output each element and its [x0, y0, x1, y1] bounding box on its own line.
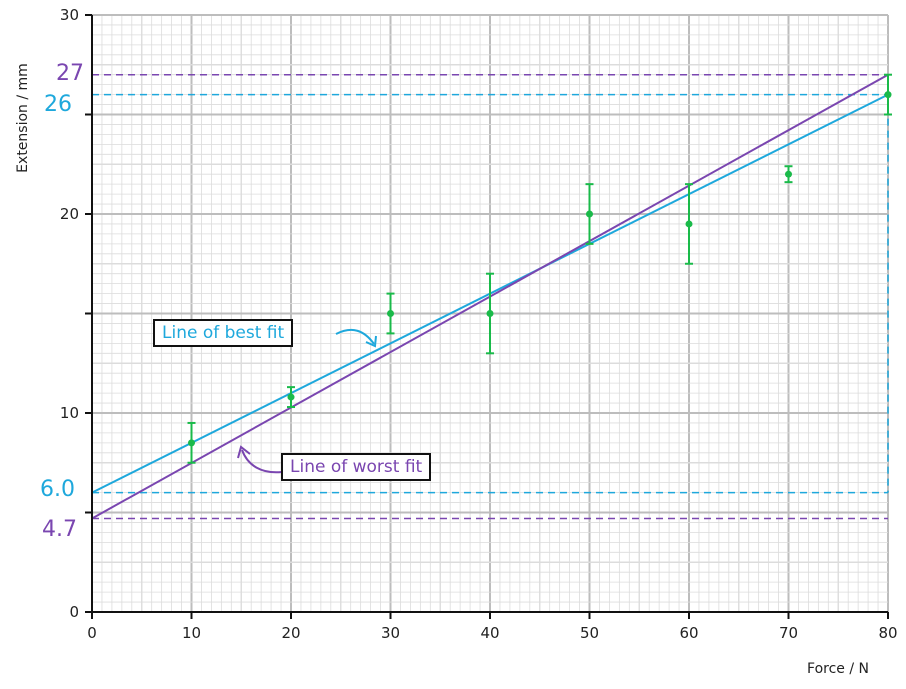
best-fit-arrow	[335, 328, 375, 345]
ticks: 0 10 20 30 40 50 60 70 80 0 10 20 30	[60, 6, 898, 642]
worst-fit-label: Line of worst fit	[281, 453, 432, 481]
data-point	[586, 210, 593, 218]
data-point	[387, 310, 394, 317]
x-tick-label: 30	[381, 624, 400, 642]
best-top-label: 26	[44, 92, 72, 117]
data-point	[884, 91, 892, 99]
x-tick-label: 10	[182, 624, 201, 642]
y-tick-label: 30	[60, 6, 79, 24]
data-point	[486, 310, 494, 317]
data-point	[685, 220, 693, 228]
x-tick-label: 20	[281, 624, 300, 642]
best-bottom-label: 6.0	[40, 477, 75, 502]
x-axis-label: Force / N	[807, 661, 869, 677]
worst-fit-arrow	[241, 449, 283, 474]
guide-lines	[92, 73, 889, 520]
y-tick-label: 10	[60, 404, 79, 422]
grid	[91, 14, 889, 613]
worst-bottom-label: 4.7	[42, 517, 77, 542]
y-tick-label: 20	[60, 205, 79, 223]
worst-top-label: 27	[56, 61, 84, 86]
best-fit-arrow-head	[365, 335, 377, 348]
x-tick-label: 0	[87, 624, 97, 642]
x-tick-label: 70	[779, 624, 798, 642]
x-tick-label: 50	[580, 624, 599, 642]
y-tick-label: 0	[69, 603, 79, 621]
x-tick-label: 80	[878, 624, 897, 642]
y-axis-label: Extension / mm	[15, 63, 31, 173]
data-point	[287, 393, 295, 401]
x-tick-label: 60	[679, 624, 698, 642]
data-points	[187, 73, 892, 464]
worst-fit-arrow-head	[237, 445, 251, 459]
data-point	[188, 439, 195, 447]
x-tick-label: 40	[480, 624, 499, 642]
best-fit-label: Line of best fit	[153, 319, 294, 347]
data-point	[785, 170, 792, 178]
